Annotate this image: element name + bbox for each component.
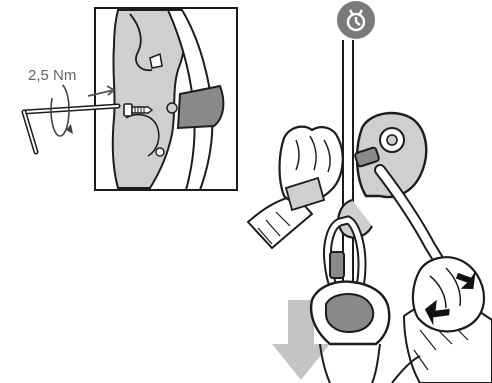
right-gloved-hand	[404, 257, 492, 383]
right-glove	[413, 257, 484, 331]
harness-attachment	[311, 282, 389, 383]
device-plate-hole	[156, 148, 164, 156]
torque-label: 2,5 Nm	[28, 67, 76, 84]
device-sleeve	[178, 86, 223, 128]
inset-detail	[88, 8, 237, 190]
carabiner-gate-lock	[330, 252, 344, 278]
snap-clip-badge	[337, 1, 375, 39]
